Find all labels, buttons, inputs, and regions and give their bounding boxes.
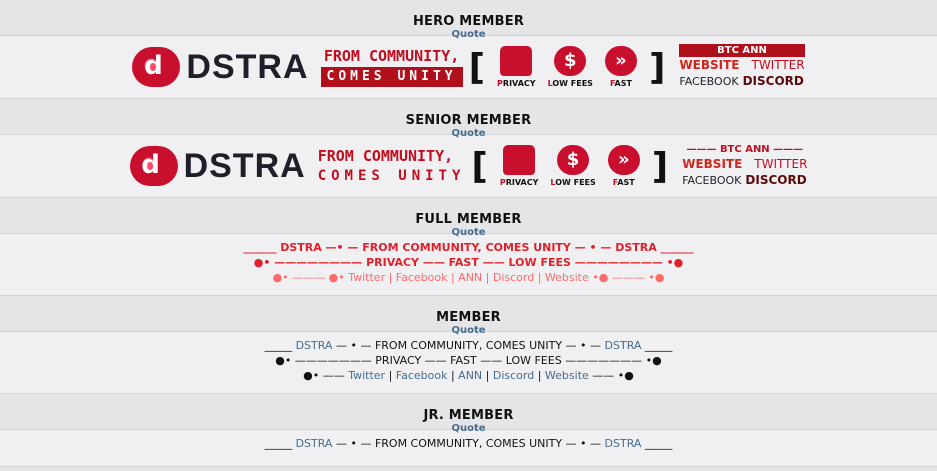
- discord-link[interactable]: Discord: [492, 369, 535, 382]
- dstra-logo-icon: d: [132, 47, 181, 87]
- feature-low-fees: $ LOW FEES: [550, 145, 596, 187]
- slogan-line2: COMES UNITY: [317, 168, 466, 184]
- bracket-close: ]: [651, 145, 669, 187]
- signature-line-2: ●• ——————— PRIVACY —— FAST —— LOW FEES —…: [275, 354, 662, 367]
- quote-link[interactable]: Quote: [451, 128, 486, 139]
- signature-line-3: ●• —— Twitter | Facebook | ANN | Discord…: [303, 369, 634, 382]
- twitter-link[interactable]: TWITTER: [754, 157, 808, 171]
- btc-ann-link[interactable]: BTC ANN: [679, 44, 805, 57]
- twitter-link[interactable]: Twitter: [348, 369, 386, 382]
- slogan-line1: FROM COMMUNITY,: [317, 147, 454, 165]
- dollar-coin-icon: $: [557, 145, 590, 175]
- bracket-open: [: [471, 145, 488, 187]
- signature-preview: _____ DSTRA — • — FROM COMMUNITY, COMES …: [0, 430, 937, 467]
- slogan-line1: FROM COMMUNITY,: [323, 47, 460, 65]
- fast-forward-icon: »: [607, 145, 640, 175]
- rank-header: SENIOR MEMBER Quote: [0, 99, 937, 139]
- quote-link[interactable]: Quote: [451, 325, 486, 336]
- facebook-link[interactable]: FACEBOOK: [679, 75, 739, 88]
- signature-line-1: _____ DSTRA — • — FROM COMMUNITY, COMES …: [264, 339, 673, 352]
- shopping-bag-icon: [503, 145, 536, 175]
- shopping-bag-icon: [500, 46, 533, 76]
- signature-line-3[interactable]: ●• ——— ●• Twitter | Facebook | ANN | Dis…: [272, 271, 665, 284]
- ann-link[interactable]: ANN: [458, 369, 483, 382]
- dstra-link[interactable]: DSTRA: [604, 339, 642, 352]
- facebook-link[interactable]: Facebook: [395, 369, 448, 382]
- signature-preview: ______ DSTRA —• — FROM COMMUNITY, COMES …: [0, 234, 937, 296]
- twitter-link[interactable]: TWITTER: [751, 58, 805, 72]
- bracket-open: [: [468, 46, 486, 88]
- dstra-link[interactable]: DSTRA: [604, 437, 642, 450]
- slogan: FROM COMMUNITY, COMES UNITY: [320, 47, 463, 87]
- slogan: FROM COMMUNITY, COMES UNITY: [318, 146, 466, 186]
- rank-title: FULL MEMBER: [415, 212, 522, 227]
- dstra-link[interactable]: DSTRA: [295, 437, 333, 450]
- signature-line-2: ●• ———————— PRIVACY —— FAST —— LOW FEES …: [253, 256, 684, 269]
- discord-link[interactable]: DISCORD: [745, 173, 807, 187]
- feature-fast: » FAST: [604, 46, 637, 88]
- rank-title: MEMBER: [436, 310, 501, 325]
- discord-link[interactable]: DISCORD: [742, 74, 804, 88]
- quote-link[interactable]: Quote: [451, 29, 486, 40]
- slogan-line2: COMES UNITY: [320, 67, 463, 87]
- feature-fast: » FAST: [607, 145, 640, 187]
- dstra-logo-icon: d: [129, 146, 178, 186]
- facebook-link[interactable]: FACEBOOK: [682, 174, 742, 187]
- rank-header: FULL MEMBER Quote: [0, 198, 937, 238]
- quote-link[interactable]: Quote: [451, 423, 486, 434]
- signature-preview: _____ DSTRA — • — FROM COMMUNITY, COMES …: [0, 332, 937, 394]
- bracket-close: ]: [648, 46, 666, 88]
- rank-title: SENIOR MEMBER: [405, 113, 532, 128]
- rank-header: MEMBER Quote: [0, 296, 937, 336]
- signature-line-1: ______ DSTRA —• — FROM COMMUNITY, COMES …: [243, 241, 694, 254]
- website-link[interactable]: WEBSITE: [682, 157, 743, 171]
- signature-preview: d DSTRA FROM COMMUNITY, COMES UNITY [ PR…: [0, 36, 937, 99]
- signature-preview: d DSTRA FROM COMMUNITY, COMES UNITY [ PR…: [0, 135, 937, 198]
- signature-line-1: _____ DSTRA — • — FROM COMMUNITY, COMES …: [264, 437, 673, 450]
- dstra-link[interactable]: DSTRA: [295, 339, 333, 352]
- brand-name: DSTRA: [183, 146, 306, 185]
- rank-title: HERO MEMBER: [412, 14, 525, 29]
- quote-link[interactable]: Quote: [451, 227, 486, 238]
- rank-header: HERO MEMBER Quote: [0, 0, 937, 40]
- dollar-coin-icon: $: [554, 46, 587, 76]
- feature-privacy: PRIVACY: [497, 46, 536, 88]
- brand-name: DSTRA: [186, 47, 309, 86]
- website-link[interactable]: WEBSITE: [679, 58, 740, 72]
- btc-ann-link[interactable]: ——— BTC ANN ———: [686, 144, 804, 155]
- rank-title: JR. MEMBER: [423, 408, 514, 423]
- website-link[interactable]: Website: [544, 369, 589, 382]
- feature-low-fees: $ LOW FEES: [548, 46, 593, 88]
- rank-header: JR. MEMBER Quote: [0, 394, 937, 434]
- feature-privacy: PRIVACY: [500, 145, 538, 187]
- fast-forward-icon: »: [604, 46, 637, 76]
